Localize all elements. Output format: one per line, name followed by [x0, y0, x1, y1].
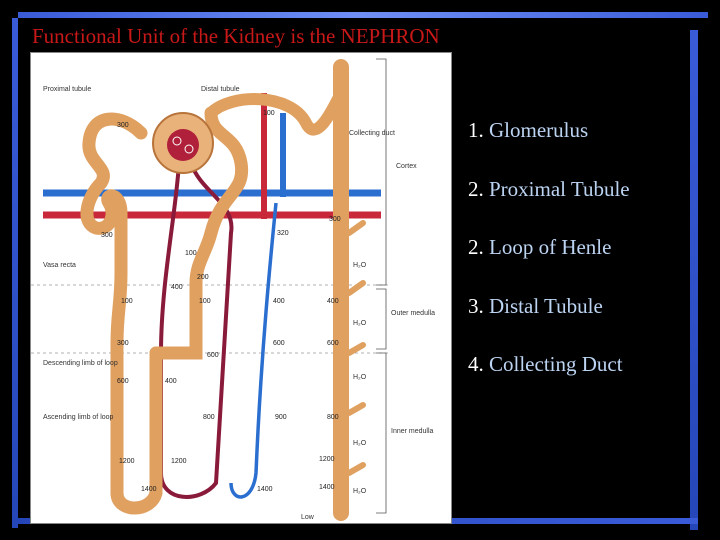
structure-item-glomerulus: 1. Glomerulus [468, 118, 630, 177]
label-water-2: H₂O [353, 320, 367, 327]
osmolality-value: 1400 [257, 486, 273, 493]
osmolality-value: 1400 [141, 486, 157, 493]
osmolality-value: 1200 [171, 458, 187, 465]
osmolality-value: 100 [185, 250, 197, 257]
label-collecting-duct: Collecting duct [349, 130, 395, 137]
label-water-1: H₂O [353, 262, 367, 269]
label-water-4: H₂O [353, 440, 367, 447]
label-vasa-recta: Vasa recta [43, 262, 76, 269]
structure-item-proximal-tubule: 2. Proximal Tubule [468, 177, 630, 236]
distal-tubule-connector [211, 93, 341, 130]
osmolality-value: 1200 [119, 458, 135, 465]
glomerulus-capillary-tuft [167, 129, 199, 161]
osmolality-value: 300 [329, 216, 341, 223]
osmolality-value: 600 [327, 340, 339, 347]
frame-top-bar [18, 12, 708, 18]
osmolality-value: 400 [165, 378, 177, 385]
structure-item-collecting-duct: 4. Collecting Duct [468, 352, 630, 411]
osmolality-value: 600 [117, 378, 129, 385]
frame-left-bar [12, 18, 18, 528]
label-cortex: Cortex [396, 163, 417, 170]
label-distal-tubule: Distal tubule [201, 86, 240, 93]
outer-medulla-bracket [376, 289, 386, 349]
osmolality-value: 320 [277, 230, 289, 237]
osmolality-value: 200 [197, 274, 209, 281]
nephron-structure-list: 1. Glomerulus 2. Proximal Tubule 2. Loop… [468, 118, 630, 411]
label-proximal-tubule: Proximal tubule [43, 86, 91, 93]
label-descending-limb: Descending limb of loop [43, 360, 118, 367]
osmolality-value: 800 [327, 414, 339, 421]
vasa-recta-vein-loop [231, 203, 276, 497]
label-outer-medulla: Outer medulla [391, 310, 435, 317]
proximal-tubule-and-descending-limb [87, 119, 156, 508]
label-low: Low [301, 514, 315, 521]
cortex-bracket [376, 59, 386, 285]
frame-right-bar [690, 30, 698, 530]
osmolality-value: 1200 [319, 456, 335, 463]
osmolality-value: 300 [117, 340, 129, 347]
osmolality-value: 600 [207, 352, 219, 359]
structure-item-loop-of-henle: 2. Loop of Henle [468, 235, 630, 294]
inner-medulla-bracket [376, 353, 386, 513]
osmolality-value: 600 [273, 340, 285, 347]
label-ascending-limb: Ascending limb of loop [43, 414, 114, 421]
osmolality-value: 400 [327, 298, 339, 305]
collecting-duct-branches [349, 223, 363, 473]
label-water-3: H₂O [353, 374, 367, 381]
osmolality-value: 900 [275, 414, 287, 421]
structure-item-distal-tubule: 3. Distal Tubule [468, 294, 630, 353]
osmolality-value: 400 [171, 284, 183, 291]
label-inner-medulla: Inner medulla [391, 428, 434, 435]
label-water-5: H₂O [353, 488, 367, 495]
slide-title: Functional Unit of the Kidney is the NEP… [32, 24, 440, 49]
osmolality-value: 300 [101, 232, 113, 239]
osmolality-value: 1400 [319, 484, 335, 491]
osmolality-value: 800 [203, 414, 215, 421]
osmolality-value: 100 [121, 298, 133, 305]
osmolality-value: 400 [273, 298, 285, 305]
osmolality-value: 100 [199, 298, 211, 305]
nephron-diagram: Proximal tubule Distal tubule Collecting… [30, 52, 452, 524]
osmolality-value: 100 [263, 110, 275, 117]
osmolality-value: 300 [117, 122, 129, 129]
nephron-illustration: Proximal tubule Distal tubule Collecting… [31, 53, 451, 523]
